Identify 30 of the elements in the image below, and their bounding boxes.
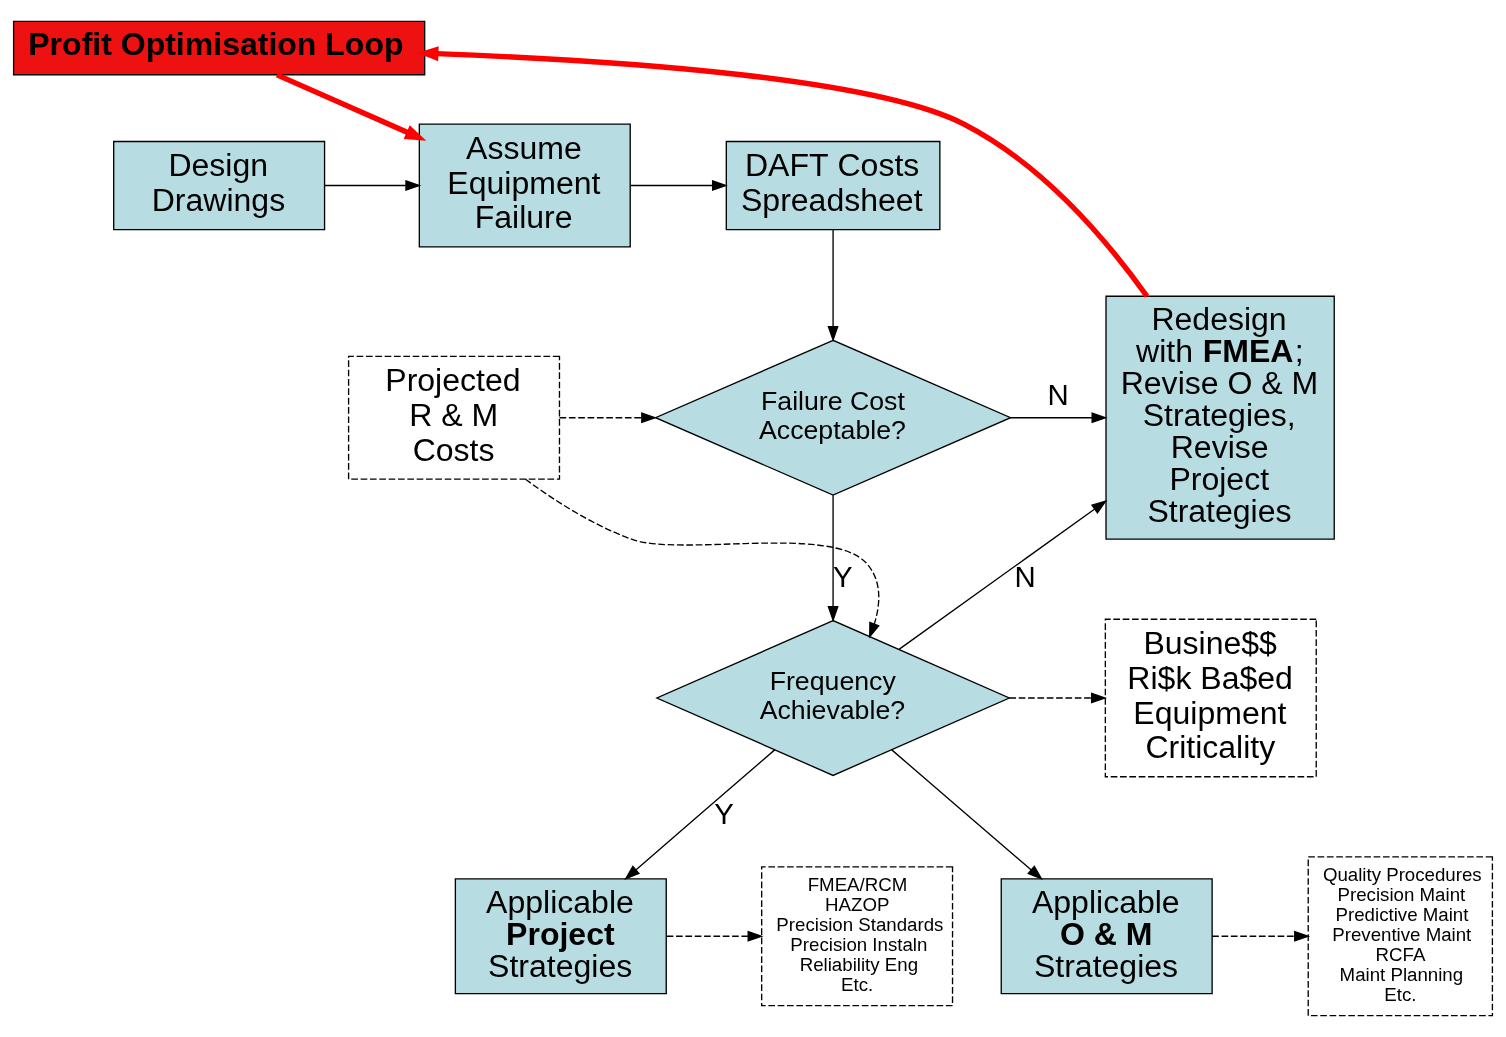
node-box: Projected R & M Costs <box>347 355 561 480</box>
node-box: Busine$$ Ri$k Ba$ed Equipment Criticality <box>1104 618 1317 778</box>
node-box: Design Drawings <box>113 140 326 231</box>
arrow <box>827 494 839 623</box>
arrow <box>898 500 1108 651</box>
node-diamond: Failure Cost Acceptable? <box>653 339 1013 496</box>
arrow <box>524 478 880 639</box>
edge-label: N <box>1014 559 1036 593</box>
node-box: Profit Optimisation Loop <box>12 20 426 76</box>
arrow <box>1211 930 1311 942</box>
node-box: DAFT Costs Spreadsheet <box>725 140 941 231</box>
edge-label: Y <box>714 797 734 831</box>
node-box: Applicable Project Strategies <box>454 878 667 995</box>
arrow <box>891 749 1043 880</box>
arrow <box>624 749 776 880</box>
edge-label: N <box>1047 378 1069 412</box>
arrow <box>324 179 422 192</box>
node-box: Redesign with FMEA; Revise O & M Strategies, Revise Project Strategies <box>1105 295 1335 540</box>
edge-label: Y <box>833 559 853 593</box>
arrow <box>827 229 839 342</box>
arrow <box>558 412 658 424</box>
node-box: Quality Procedures Precision Maint Predictive Maint Preventive Maint RCFA Maint Planning Etc. <box>1307 856 1494 1017</box>
arrow <box>1008 692 1107 704</box>
node-box: Assume Equipment Failure <box>418 123 631 248</box>
arrow <box>666 930 764 942</box>
arrow <box>1010 412 1108 424</box>
arrow <box>630 179 728 192</box>
node-box: Applicable O & M Strategies <box>1000 878 1213 995</box>
node-box: FMEA/RCM HAZOP Precision Standards Precision Instaln Reliability Eng Etc. <box>761 866 954 1007</box>
arrow <box>275 72 427 141</box>
